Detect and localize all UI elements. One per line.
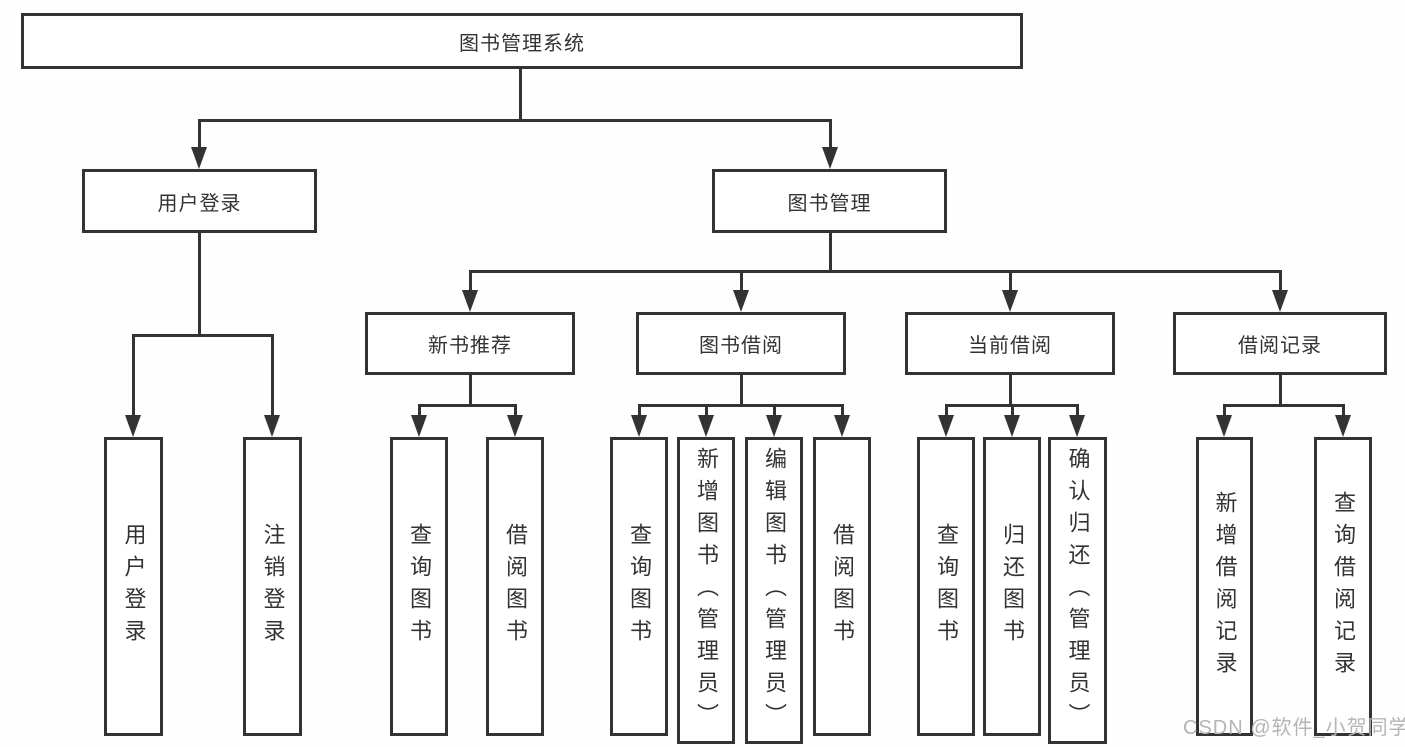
connector-line [773, 404, 776, 418]
arrow-head [938, 415, 954, 437]
arrow-head [191, 147, 207, 169]
node-current-borrow: 当前借阅 [905, 312, 1115, 375]
node-borrow-record-label: 借阅记录 [1238, 335, 1322, 357]
arrow-head [834, 415, 850, 437]
connector-line [469, 270, 472, 292]
connector-line [740, 375, 743, 406]
arrow-head [631, 415, 647, 437]
arrow-head [1004, 415, 1020, 437]
leaf-borrow-books-1-label: 借阅图书 [503, 522, 528, 651]
leaf-borrow-books-1: 借阅图书 [486, 437, 544, 736]
connector-line [469, 270, 1282, 273]
leaf-logout-label: 注销登录 [260, 522, 286, 651]
leaf-confirm-return-admin: 确认归还（管理员） [1048, 437, 1107, 744]
leaf-add-borrow-record: 新增借阅记录 [1196, 437, 1253, 736]
connector-line [1009, 270, 1012, 292]
arrow-head [1216, 415, 1232, 437]
connector-line [829, 119, 832, 148]
leaf-confirm-return-admin-label: 确认归还（管理员） [1065, 446, 1091, 735]
connector-line [271, 334, 274, 417]
connector-line [132, 334, 274, 337]
connector-line [1279, 270, 1282, 292]
leaf-query-books-2-label: 查询图书 [627, 522, 652, 651]
node-root-label: 图书管理系统 [459, 32, 585, 55]
connector-line [829, 233, 832, 272]
leaf-query-books-3-label: 查询图书 [934, 522, 959, 651]
connector-line [1342, 404, 1345, 418]
leaf-borrow-books-2: 借阅图书 [813, 437, 871, 736]
connector-line [740, 270, 743, 292]
arrow-head [1272, 290, 1288, 312]
connector-line [1011, 404, 1014, 418]
connector-line [198, 119, 201, 148]
connector-line [1076, 404, 1079, 418]
leaf-query-borrow-record-label: 查询借阅记录 [1331, 490, 1356, 683]
leaf-user-login: 用户登录 [104, 437, 163, 736]
arrow-head [411, 415, 427, 437]
leaf-edit-books-admin-label: 编辑图书（管理员） [762, 446, 787, 735]
connector-line [1223, 404, 1345, 407]
leaf-return-books: 归还图书 [983, 437, 1041, 736]
node-book-borrow-label: 图书借阅 [699, 335, 783, 357]
node-book-management-label: 图书管理 [787, 192, 872, 215]
leaf-logout: 注销登录 [243, 437, 302, 736]
arrow-head [698, 415, 714, 437]
connector-line [469, 375, 472, 406]
connector-line [638, 404, 641, 418]
arrow-head [1335, 415, 1351, 437]
connector-line [132, 334, 135, 417]
leaf-user-login-label: 用户登录 [121, 522, 147, 651]
connector-line [841, 404, 844, 418]
node-new-book-recommend: 新书推荐 [365, 312, 575, 375]
node-book-management: 图书管理 [712, 169, 947, 233]
arrow-head [507, 415, 523, 437]
leaf-query-books-2: 查询图书 [610, 437, 668, 736]
node-user-login-label: 用户登录 [157, 192, 242, 215]
connector-line [638, 404, 844, 407]
arrow-head [822, 147, 838, 169]
node-book-borrow: 图书借阅 [636, 312, 846, 375]
node-user-login: 用户登录 [82, 169, 317, 233]
connector-line [198, 119, 832, 122]
node-new-book-recommend-label: 新书推荐 [428, 335, 512, 357]
connector-line [1009, 375, 1012, 406]
node-root: 图书管理系统 [21, 13, 1023, 69]
connector-line [418, 404, 421, 418]
leaf-return-books-label: 归还图书 [1000, 522, 1025, 651]
arrow-head [125, 415, 141, 437]
node-current-borrow-label: 当前借阅 [968, 335, 1052, 357]
arrow-head [1002, 290, 1018, 312]
leaf-add-borrow-record-label: 新增借阅记录 [1212, 490, 1238, 683]
connector-line [418, 404, 517, 407]
leaf-query-books-1-label: 查询图书 [407, 522, 432, 651]
leaf-query-books-1: 查询图书 [390, 437, 448, 736]
csdn-watermark: CSDN @软件_小贺同学 [1183, 717, 1405, 739]
connector-line [705, 404, 708, 418]
leaf-borrow-books-2-label: 借阅图书 [830, 522, 855, 651]
leaf-edit-books-admin: 编辑图书（管理员） [745, 437, 803, 744]
leaf-query-books-3: 查询图书 [917, 437, 975, 736]
connector-line [519, 69, 522, 121]
leaf-query-borrow-record: 查询借阅记录 [1314, 437, 1372, 736]
connector-line [198, 233, 201, 336]
leaf-add-books-admin: 新增图书（管理员） [677, 437, 735, 744]
leaf-add-books-admin-label: 新增图书（管理员） [694, 446, 719, 735]
connector-line [1279, 375, 1282, 406]
arrow-head [264, 415, 280, 437]
node-borrow-record: 借阅记录 [1173, 312, 1387, 375]
arrow-head [1069, 415, 1085, 437]
arrow-head [766, 415, 782, 437]
connector-line [514, 404, 517, 418]
arrow-head [733, 290, 749, 312]
connector-line [945, 404, 948, 418]
arrow-head [462, 290, 478, 312]
connector-line [1223, 404, 1226, 418]
